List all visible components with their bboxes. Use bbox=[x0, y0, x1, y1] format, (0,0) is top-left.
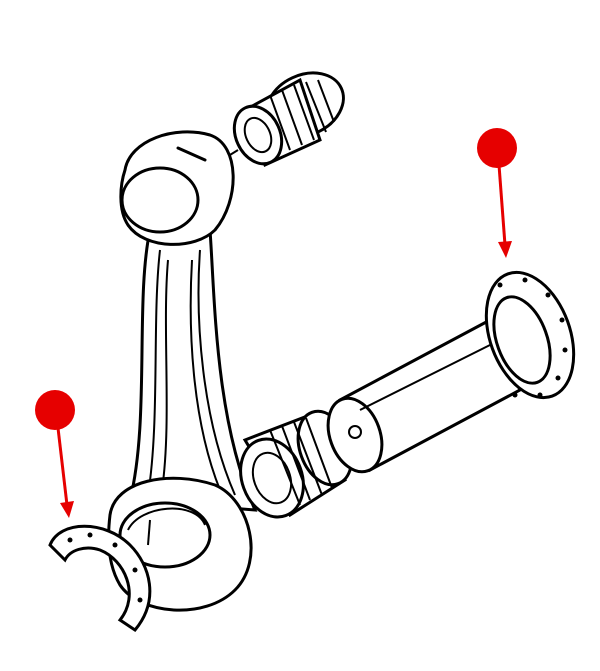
red-dot-icon bbox=[477, 128, 517, 168]
small-end-needle-bearing bbox=[224, 71, 345, 168]
marker-right bbox=[477, 128, 517, 258]
red-dot-icon bbox=[35, 390, 75, 430]
right-thrust-washer bbox=[484, 270, 576, 400]
arrow-icon bbox=[56, 427, 69, 506]
marker-left bbox=[35, 390, 75, 518]
left-thrust-washer bbox=[48, 524, 152, 632]
connecting-rod bbox=[107, 130, 258, 612]
crank-pin bbox=[326, 317, 522, 474]
arrow-icon bbox=[497, 164, 507, 246]
